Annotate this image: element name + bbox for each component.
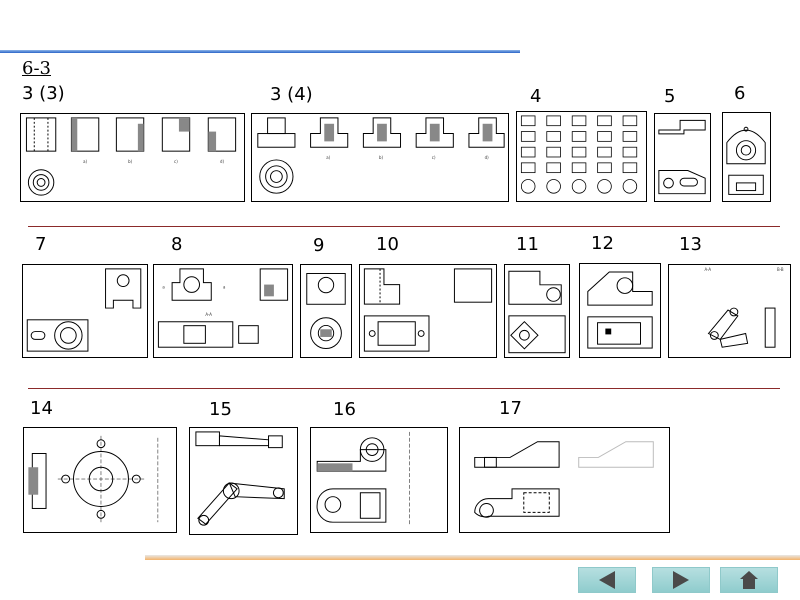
drawing-5	[658, 119, 706, 195]
exercise-label-14: 14	[30, 398, 53, 419]
triangle-right-icon	[673, 571, 689, 589]
svg-text:a: a	[162, 284, 165, 289]
exercise-label-5: 5	[664, 86, 676, 107]
svg-text:a: a	[223, 284, 226, 289]
drawing-11	[508, 270, 566, 354]
exercise-label-8: 8	[171, 234, 183, 255]
exercise-thumbnail-4[interactable]	[516, 111, 647, 202]
drawing-3-4: a) b) c) d)	[257, 117, 505, 194]
drawing-15	[195, 431, 285, 526]
drawing-17	[474, 441, 654, 518]
exercise-label-17: 17	[499, 398, 522, 419]
svg-text:d): d)	[220, 159, 224, 164]
drawing-3-3: a) b) c) d)	[25, 117, 237, 196]
exercise-label-13: 13	[679, 234, 702, 255]
exercise-thumbnail-5[interactable]	[654, 113, 711, 202]
prev-slide-button[interactable]	[578, 567, 636, 593]
svg-text:B-B: B-B	[777, 267, 784, 272]
next-slide-button[interactable]	[652, 567, 710, 593]
drawing-4	[520, 115, 638, 194]
exercise-thumbnail-8[interactable]: a a A-A	[153, 264, 293, 358]
section-divider	[28, 226, 780, 227]
exercise-thumbnail-6[interactable]	[722, 112, 771, 202]
svg-text:A-A: A-A	[705, 267, 712, 272]
exercise-thumbnail-17[interactable]	[459, 427, 670, 533]
exercise-thumbnail-14[interactable]	[23, 427, 177, 533]
drawing-9	[306, 273, 346, 349]
exercise-thumbnail-10[interactable]	[359, 264, 497, 358]
exercise-label-12: 12	[591, 233, 614, 254]
svg-text:a): a)	[326, 155, 330, 160]
exercise-label-15: 15	[209, 399, 232, 420]
drawing-13: A-A B-B	[705, 267, 784, 348]
exercise-thumbnail-16[interactable]	[310, 427, 448, 533]
exercise-thumbnail-11[interactable]	[504, 264, 570, 358]
exercise-label-4: 4	[530, 86, 542, 107]
exercise-thumbnail-12[interactable]	[579, 263, 661, 358]
exercise-label-9: 9	[313, 235, 325, 256]
triangle-left-icon	[599, 571, 615, 589]
page-title: 6-3	[22, 58, 51, 79]
exercise-thumbnail-15[interactable]	[189, 427, 298, 535]
section-divider-2	[28, 388, 780, 389]
svg-text:d): d)	[485, 155, 489, 160]
drawing-10	[363, 268, 493, 352]
drawing-6	[726, 126, 766, 195]
home-icon	[740, 571, 758, 589]
svg-text:b): b)	[379, 155, 383, 160]
drawing-7	[26, 268, 142, 352]
exercise-label-7: 7	[35, 234, 47, 255]
exercise-label-10: 10	[376, 234, 399, 255]
exercise-label-16: 16	[333, 399, 356, 420]
svg-text:c): c)	[432, 155, 436, 160]
svg-text:c): c)	[174, 159, 178, 164]
svg-text:a): a)	[83, 159, 87, 164]
exercise-label-6: 6	[734, 83, 746, 104]
exercise-thumbnail-9[interactable]	[300, 264, 352, 358]
exercise-thumbnail-3-3[interactable]: a) b) c) d)	[20, 113, 245, 202]
drawing-8: a a A-A	[157, 268, 289, 348]
header-accent-line	[0, 50, 520, 53]
drawing-16	[316, 431, 410, 527]
drawing-14	[28, 435, 159, 525]
exercise-thumbnail-7[interactable]	[22, 264, 148, 358]
exercise-label-3-4: 3 (4)	[270, 84, 313, 105]
svg-text:A-A: A-A	[205, 312, 212, 317]
exercise-label-11: 11	[516, 234, 539, 255]
home-button[interactable]	[720, 567, 778, 593]
drawing-12	[587, 271, 653, 349]
footer-accent-line	[145, 555, 800, 560]
svg-text:b): b)	[128, 159, 132, 164]
exercise-thumbnail-3-4[interactable]: a) b) c) d)	[251, 113, 509, 202]
exercise-thumbnail-13[interactable]: A-A B-B	[668, 264, 791, 358]
exercise-label-3-3: 3 (3)	[22, 83, 65, 104]
